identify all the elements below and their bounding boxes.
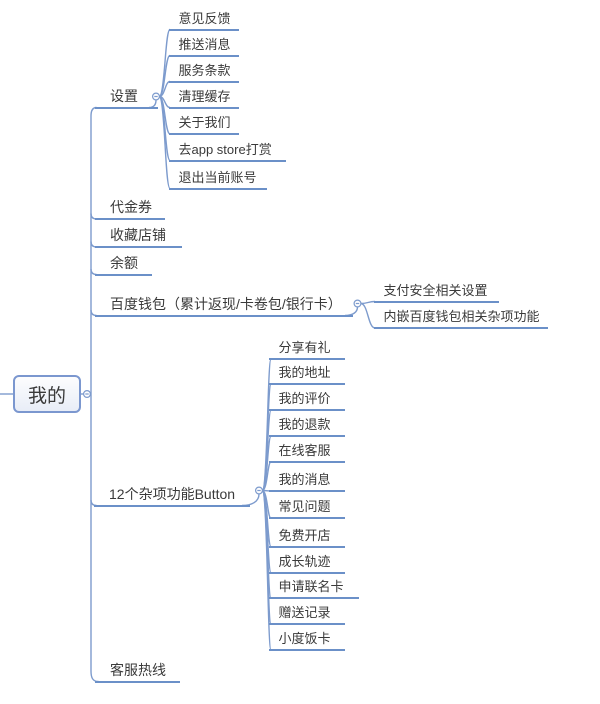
node-app-store-tip[interactable]: 去app store打赏 <box>168 141 286 162</box>
node-settings[interactable]: 设置 <box>95 87 158 109</box>
node-embedded-wallet-misc[interactable]: 内嵌百度钱包相关杂项功能 <box>373 308 548 329</box>
node-share-rewards[interactable]: 分享有礼 <box>268 339 345 361</box>
collapse-button-root[interactable] <box>82 390 91 399</box>
node-growth-track[interactable]: 成长轨迹 <box>268 553 345 574</box>
node-favorite-shops[interactable]: 收藏店铺 <box>95 226 182 248</box>
node-my-profile[interactable]: 我的 <box>13 375 81 413</box>
node-misc-buttons[interactable]: 12个杂项功能Button <box>94 485 250 507</box>
node-faq[interactable]: 常见问题 <box>268 498 345 520</box>
node-xiaodu-meal-card[interactable]: 小度饭卡 <box>268 630 345 651</box>
node-about-us[interactable]: 关于我们 <box>168 114 239 135</box>
node-balance[interactable]: 余额 <box>95 254 152 276</box>
node-online-service[interactable]: 在线客服 <box>268 442 345 463</box>
node-my-refunds[interactable]: 我的退款 <box>268 416 345 438</box>
collapse-button-baidu-wallet[interactable] <box>353 299 362 308</box>
node-logout[interactable]: 退出当前账号 <box>168 169 267 190</box>
node-my-messages[interactable]: 我的消息 <box>268 471 345 492</box>
node-apply-cobrand-card[interactable]: 申请联名卡 <box>268 578 359 600</box>
collapse-button-misc-buttons[interactable] <box>255 486 264 495</box>
node-gift-records[interactable]: 赠送记录 <box>268 604 345 625</box>
node-my-address[interactable]: 我的地址 <box>268 364 345 386</box>
node-service-hotline[interactable]: 客服热线 <box>95 661 180 683</box>
node-push-messages[interactable]: 推送消息 <box>168 36 239 57</box>
node-my-reviews[interactable]: 我的评价 <box>268 390 345 412</box>
node-clear-cache[interactable]: 清理缓存 <box>168 88 239 109</box>
node-vouchers[interactable]: 代金券 <box>95 198 165 220</box>
node-terms-of-service[interactable]: 服务条款 <box>168 62 239 83</box>
node-payment-security-settings[interactable]: 支付安全相关设置 <box>373 282 499 303</box>
node-baidu-wallet[interactable]: 百度钱包（累计返现/卡卷包/银行卡） <box>95 295 353 317</box>
node-open-shop-free[interactable]: 免费开店 <box>268 527 345 548</box>
connector-lines <box>0 28 376 683</box>
node-feedback[interactable]: 意见反馈 <box>168 10 239 31</box>
collapse-button-settings[interactable] <box>152 92 161 101</box>
